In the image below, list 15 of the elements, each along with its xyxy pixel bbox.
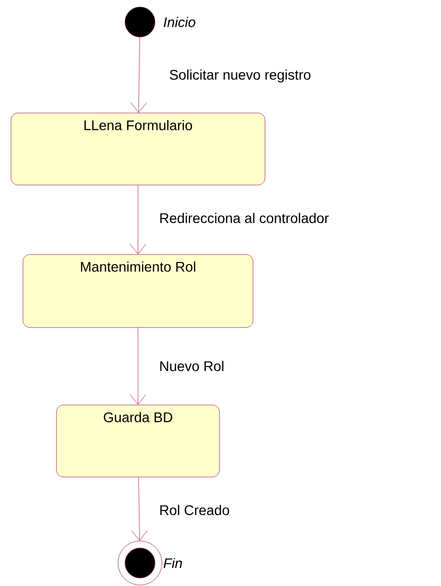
arrow <box>130 328 146 405</box>
state-box: Mantenimiento Rol <box>22 254 254 328</box>
edge-label: Nuevo Rol <box>160 360 224 372</box>
arrow <box>130 185 146 254</box>
state-box: Guarda BD <box>56 404 220 478</box>
state-label: Inicio <box>164 16 196 28</box>
arrow <box>131 477 148 541</box>
state-box: LLena Formulario <box>10 112 266 186</box>
edge-label: Rol Creado <box>160 504 230 516</box>
final-state-circle <box>118 540 162 586</box>
edge-label: Redirecciona al controlador <box>160 212 329 224</box>
arrow <box>130 37 147 113</box>
edge-label: Solicitar nuevo registro <box>170 70 310 82</box>
state-label: Fin <box>164 558 182 568</box>
initial-state-circle <box>124 6 156 38</box>
